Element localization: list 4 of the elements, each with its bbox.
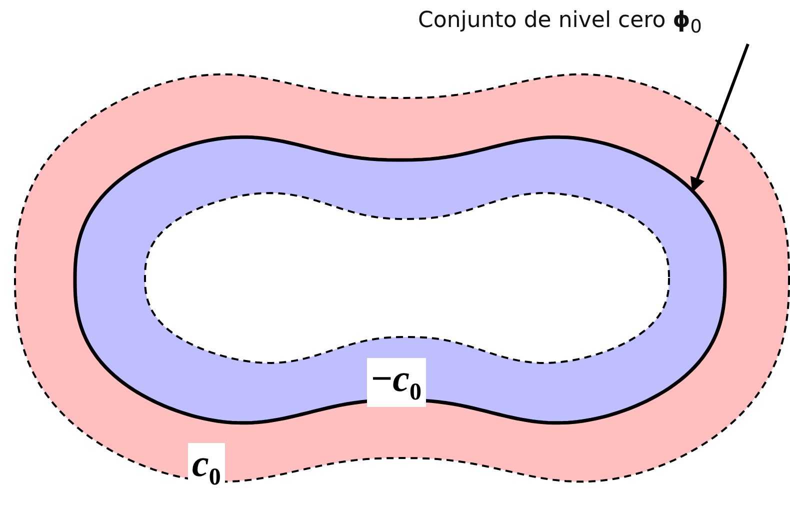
annotation-text: Conjunto de nivel cero ϕ$_{0}$ <box>418 8 702 38</box>
arrow <box>690 43 750 193</box>
level-label: −c$_{0}$ <box>367 358 426 407</box>
zero-level-contour <box>73 135 727 425</box>
